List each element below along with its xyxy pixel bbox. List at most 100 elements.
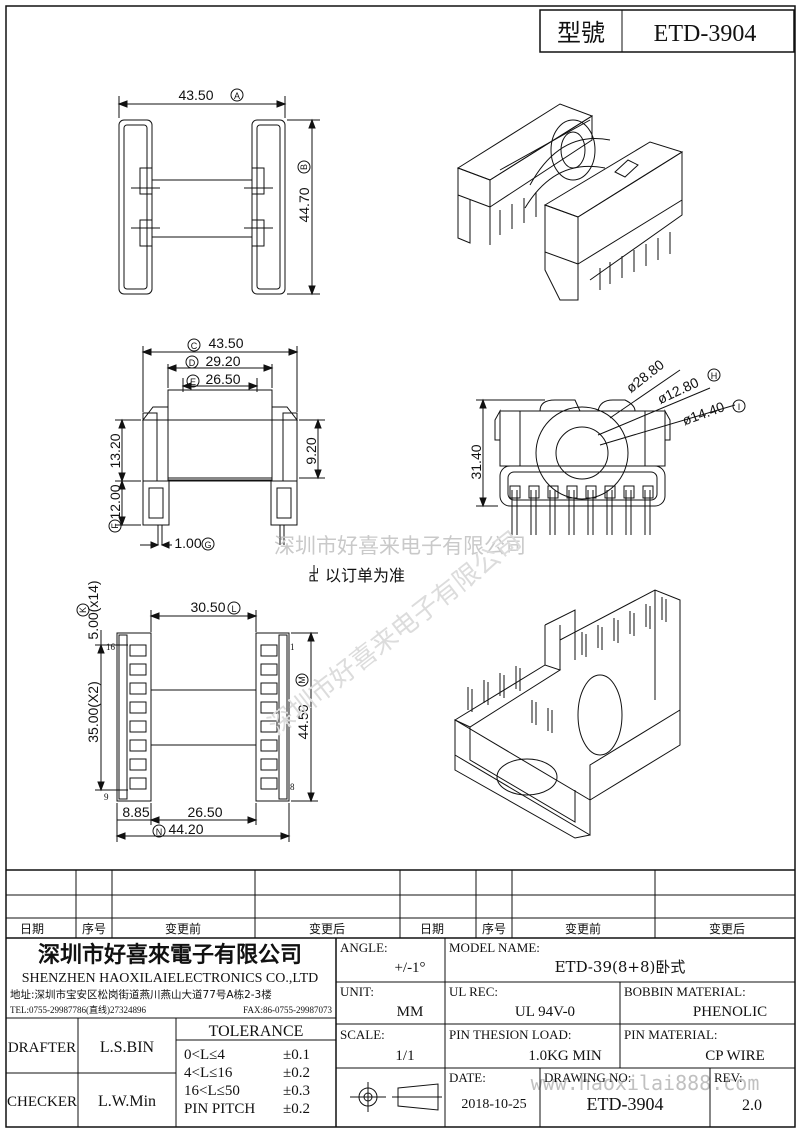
rev-h-before-1: 变更前 [165, 921, 201, 936]
marker-b: B [299, 164, 309, 170]
marker-m: M [297, 676, 307, 684]
marker-n: N [156, 827, 163, 837]
dim-26-50-e: 26.50 [205, 371, 240, 387]
marker-f: F [110, 523, 120, 529]
angle-value: +/-1° [394, 960, 425, 976]
model-name-label: MODEL NAME: [449, 940, 540, 955]
rev-h-seq-1: 序号 [82, 921, 106, 936]
bobbin-material-label: BOBBIN MATERIAL: [624, 984, 746, 999]
tol-val-1: ±0.1 [283, 1047, 310, 1063]
isometric-view-top [456, 103, 684, 301]
dim-43-50-a: 43.50 [178, 87, 213, 103]
marker-d: D [189, 358, 196, 368]
watermark-company-diagonal: 深圳市好喜来电子有限公司 [263, 526, 527, 742]
ul-rec-label: UL REC: [449, 984, 498, 999]
rev-h-after-1: 变更后 [309, 921, 345, 936]
tolerance-title: TOLERANCE [209, 1023, 304, 1040]
unit-label: UNIT: [340, 984, 374, 999]
front-view: ø28.80 ø12.80 H ø14.40 I 31.40 [468, 356, 746, 535]
dim-9-20: 9.20 [303, 437, 319, 464]
marker-h: H [711, 371, 718, 381]
marker-g: G [204, 540, 211, 550]
rev-label: REV: [714, 1070, 743, 1085]
tol-val-3: ±0.3 [283, 1083, 310, 1099]
marker-k: K [78, 607, 88, 613]
company-tel: TEL:0755-29987786(直线)27324896 [10, 1004, 146, 1015]
rev-h-before-2: 变更前 [565, 921, 601, 936]
pin-material-value: CP WIRE [705, 1048, 765, 1064]
tol-val-2: ±0.2 [283, 1065, 310, 1081]
company-fax: FAX:86-0755-29987073 [243, 1005, 332, 1015]
pin-load-label: PIN THESION LOAD: [449, 1027, 572, 1042]
scale-value: 1/1 [395, 1048, 414, 1064]
dim-44-50: 44.50 [295, 704, 311, 739]
ul-rec-value: UL 94V-0 [515, 1004, 575, 1020]
marker-c: C [191, 341, 198, 351]
marker-e: E [190, 377, 196, 387]
tol-range-3: 16<L≤50 [184, 1083, 240, 1099]
model-name-value: ETD-39(8+8)卧式 [555, 958, 686, 976]
company-address: 地址:深圳市宝安区松岗街道燕川燕山大道77号A栋2-3楼 [10, 988, 272, 1001]
pin-label-8: 8 [290, 782, 295, 792]
company-name-en: SHENZHEN HAOXILAIELECTRONICS CO.,LTD [22, 971, 319, 986]
dim-1-00: 1.00 [174, 535, 201, 551]
pl-text: 以订单为准 [325, 566, 405, 585]
unit-value: MM [397, 1004, 424, 1020]
drawing-no-label: DRAWING NO: [544, 1070, 631, 1085]
dim-44-70: 44.70 [296, 187, 312, 222]
isometric-view-bottom [453, 589, 681, 839]
dim-12-00: 12.00 [107, 484, 123, 519]
scale-label: SCALE: [340, 1027, 385, 1042]
rev-h-seq-2: 序号 [482, 921, 506, 936]
drafter-label: DRAFTER [8, 1040, 76, 1056]
rev-h-date-1: 日期 [20, 922, 44, 936]
sheet-border [5, 5, 796, 1128]
dim-30-50: 30.50 [190, 599, 225, 615]
tol-range-4: PIN PITCH [184, 1101, 255, 1117]
pl-note: PL 以订单为准 [307, 565, 405, 585]
title-block: 深圳市好喜來電子有限公司 SHENZHEN HAOXILAIELECTRONIC… [6, 938, 795, 1127]
pl-label: PL [307, 567, 321, 582]
dim-13-20: 13.20 [107, 433, 123, 468]
header-model-box: 型號 ETD-3904 [539, 9, 795, 53]
dim-8-85: 8.85 [122, 804, 149, 820]
dim-26-50-bottom: 26.50 [187, 804, 222, 820]
dim-35-00-x2: 35.00(X2) [85, 681, 101, 742]
model-number: ETD-3904 [654, 21, 757, 47]
checker-value: L.W.Min [98, 1093, 156, 1110]
marker-a: A [234, 91, 240, 101]
checker-label: CHECKER [7, 1094, 77, 1110]
model-label: 型號 [557, 20, 605, 47]
pin-label-1: 1 [290, 642, 295, 652]
tol-val-4: ±0.2 [283, 1101, 310, 1117]
pin-label-9: 9 [104, 792, 109, 802]
angle-label: ANGLE: [340, 940, 388, 955]
pin-material-label: PIN MATERIAL: [624, 1027, 718, 1042]
pin-load-value: 1.0KG MIN [528, 1048, 601, 1064]
bobbin-material-value: PHENOLIC [693, 1004, 767, 1020]
marker-l: L [231, 604, 236, 614]
dim-dia-14-40: ø14.40 [680, 398, 727, 428]
rev-value: 2.0 [742, 1097, 762, 1114]
date-value: 2018-10-25 [461, 1097, 526, 1112]
marker-i: I [738, 402, 741, 412]
dim-44-20: 44.20 [168, 821, 203, 837]
bottom-view: 30.50 L 5.00(x14) K 35.00(X2) 16 1 9 8 4… [76, 580, 318, 842]
drawing-no-value: ETD-3904 [587, 1094, 664, 1114]
pin-label-16: 16 [106, 642, 116, 652]
rev-h-after-2: 变更后 [709, 921, 745, 936]
tol-range-2: 4<L≤16 [184, 1065, 233, 1081]
projection-symbol-icon [350, 1082, 442, 1112]
tol-range-1: 0<L≤4 [184, 1047, 225, 1063]
watermark-url: www.haoxilai888.com [531, 1071, 760, 1095]
side-view: C 43.50 D 29.20 E 26.50 13.20 9.20 12. [107, 335, 325, 551]
rev-h-date-2: 日期 [420, 922, 444, 936]
revision-table: 日期 序号 变更前 变更后 日期 序号 变更前 变更后 [6, 869, 795, 939]
dim-29-20: 29.20 [205, 353, 240, 369]
company-name-cn: 深圳市好喜來電子有限公司 [38, 942, 302, 968]
watermark-company-text: 深圳市好喜来电子有限公司 [274, 534, 526, 558]
date-label: DATE: [449, 1070, 486, 1085]
top-view: 43.50 A 44.70 B [117, 87, 320, 296]
dim-5-00-x14: 5.00(x14) [85, 580, 101, 639]
